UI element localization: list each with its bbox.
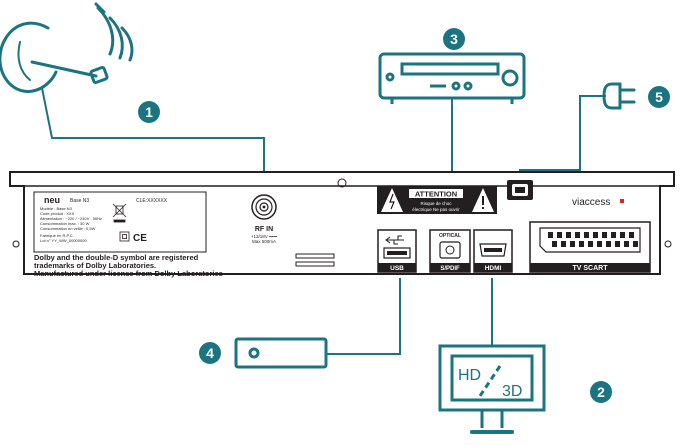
badge-3: 3 [443,28,465,50]
scart-pin [566,232,571,238]
viaccess-logo: viaccess [572,197,610,208]
screw-top-center [337,178,347,188]
attention-text: ATTENTION [415,190,457,199]
tv-scart-port: TV SCART [529,221,651,273]
usb-stick-icon [234,337,328,369]
rf-in-label: RF IN [255,226,273,233]
scart-pin [584,232,589,238]
badge-1: 1 [138,101,160,123]
scart-pin [557,232,562,238]
dolby-line-0: Dolby and the double-D symbol are regist… [34,253,199,262]
label-line-1: Code produit : XXX [40,211,75,216]
badge-2: 2 [590,381,612,403]
badge-5-number: 5 [655,89,663,105]
risque-line-2: électrique Ne pas ouvrir [412,207,460,212]
scart-pin [615,241,620,247]
tv-3d-label: 3D [502,383,522,400]
usb-label: USB [390,265,404,272]
rf-in-connector [251,194,277,220]
hdmi-port: HDMI [473,229,513,273]
viaccess-red-dot [620,199,624,203]
scart-pin [633,241,638,247]
badge-4: 4 [199,342,221,364]
optical-label: OPTICAL [439,233,461,239]
scart-pin [588,241,593,247]
ce-mark: CE [133,233,147,244]
audio-amplifier-icon [378,52,526,104]
vent-slots [295,253,335,267]
satellite-dish-icon [0,2,134,93]
scart-pin [593,232,598,238]
scart-pin [611,232,616,238]
screw-left [12,240,20,248]
badge-1-number: 1 [145,104,153,120]
usb-port: USB [377,229,417,273]
spdif-label: S/PDIF [440,266,460,272]
usb-cable [326,278,401,355]
scart-pin [575,232,580,238]
badge-5: 5 [648,86,670,108]
product-label [33,191,207,253]
dolby-line-1: trademarks of Dolby Laboratories. [34,261,156,270]
label-line-2: Alimentation : ~220 / ~240V , 50Hz [40,216,102,221]
scart-pin [597,241,602,247]
scart-pin [606,241,611,247]
brand-logo: neu [44,195,60,205]
rf-spec-2: Max 500mA [252,239,276,244]
fabrique-line: Fabriqué en R.P.C. [40,233,74,238]
scart-pin [548,232,553,238]
screw-right [664,240,672,248]
hdmi-label: HDMI [485,265,502,272]
scart-label: TV SCART [573,265,609,272]
label-line-4: Consommation en veille : 0,5W [40,226,96,231]
lot-line: Lot n° YY_WW_00000000 [40,238,87,243]
double-insulation-icon [119,231,130,242]
weee-bin-icon [112,203,127,223]
label-line-0: Modèle : Base N3 [40,206,73,211]
shock-warning-icon [381,188,403,212]
power-plug-icon [602,82,636,110]
scart-pin [570,241,575,247]
serial-label: CLE:XXXXXX [136,198,168,204]
rf-spec-1: +13/18V ━━━ [251,234,279,239]
label-line-3: Consommation max. : 30 W [40,221,90,226]
tv-hd-label: HD [458,367,481,384]
scart-pin [552,241,557,247]
tv-icon: HD 3D [438,344,546,434]
badge-2-number: 2 [597,384,605,400]
receiver-back-panel: neu Base N3 CLE:XXXXXX Modèle : Base N3 … [9,171,675,278]
scart-pin [561,241,566,247]
scart-pin [602,232,607,238]
dolby-line-2: Manufactured under license from Dolby La… [34,269,223,278]
scart-pin [629,232,634,238]
scart-pin [620,232,625,238]
scart-pin [579,241,584,247]
badge-4-number: 4 [206,345,214,361]
power-socket [507,180,533,200]
scart-pin [624,241,629,247]
badge-3-number: 3 [450,31,458,47]
satellite-cable [41,87,265,185]
model-name: Base N3 [70,198,89,204]
connection-lines [41,87,606,355]
risque-line-1: Risque de choc [420,201,452,206]
optical-spdif-port: OPTICAL S/PDIF [429,229,471,273]
